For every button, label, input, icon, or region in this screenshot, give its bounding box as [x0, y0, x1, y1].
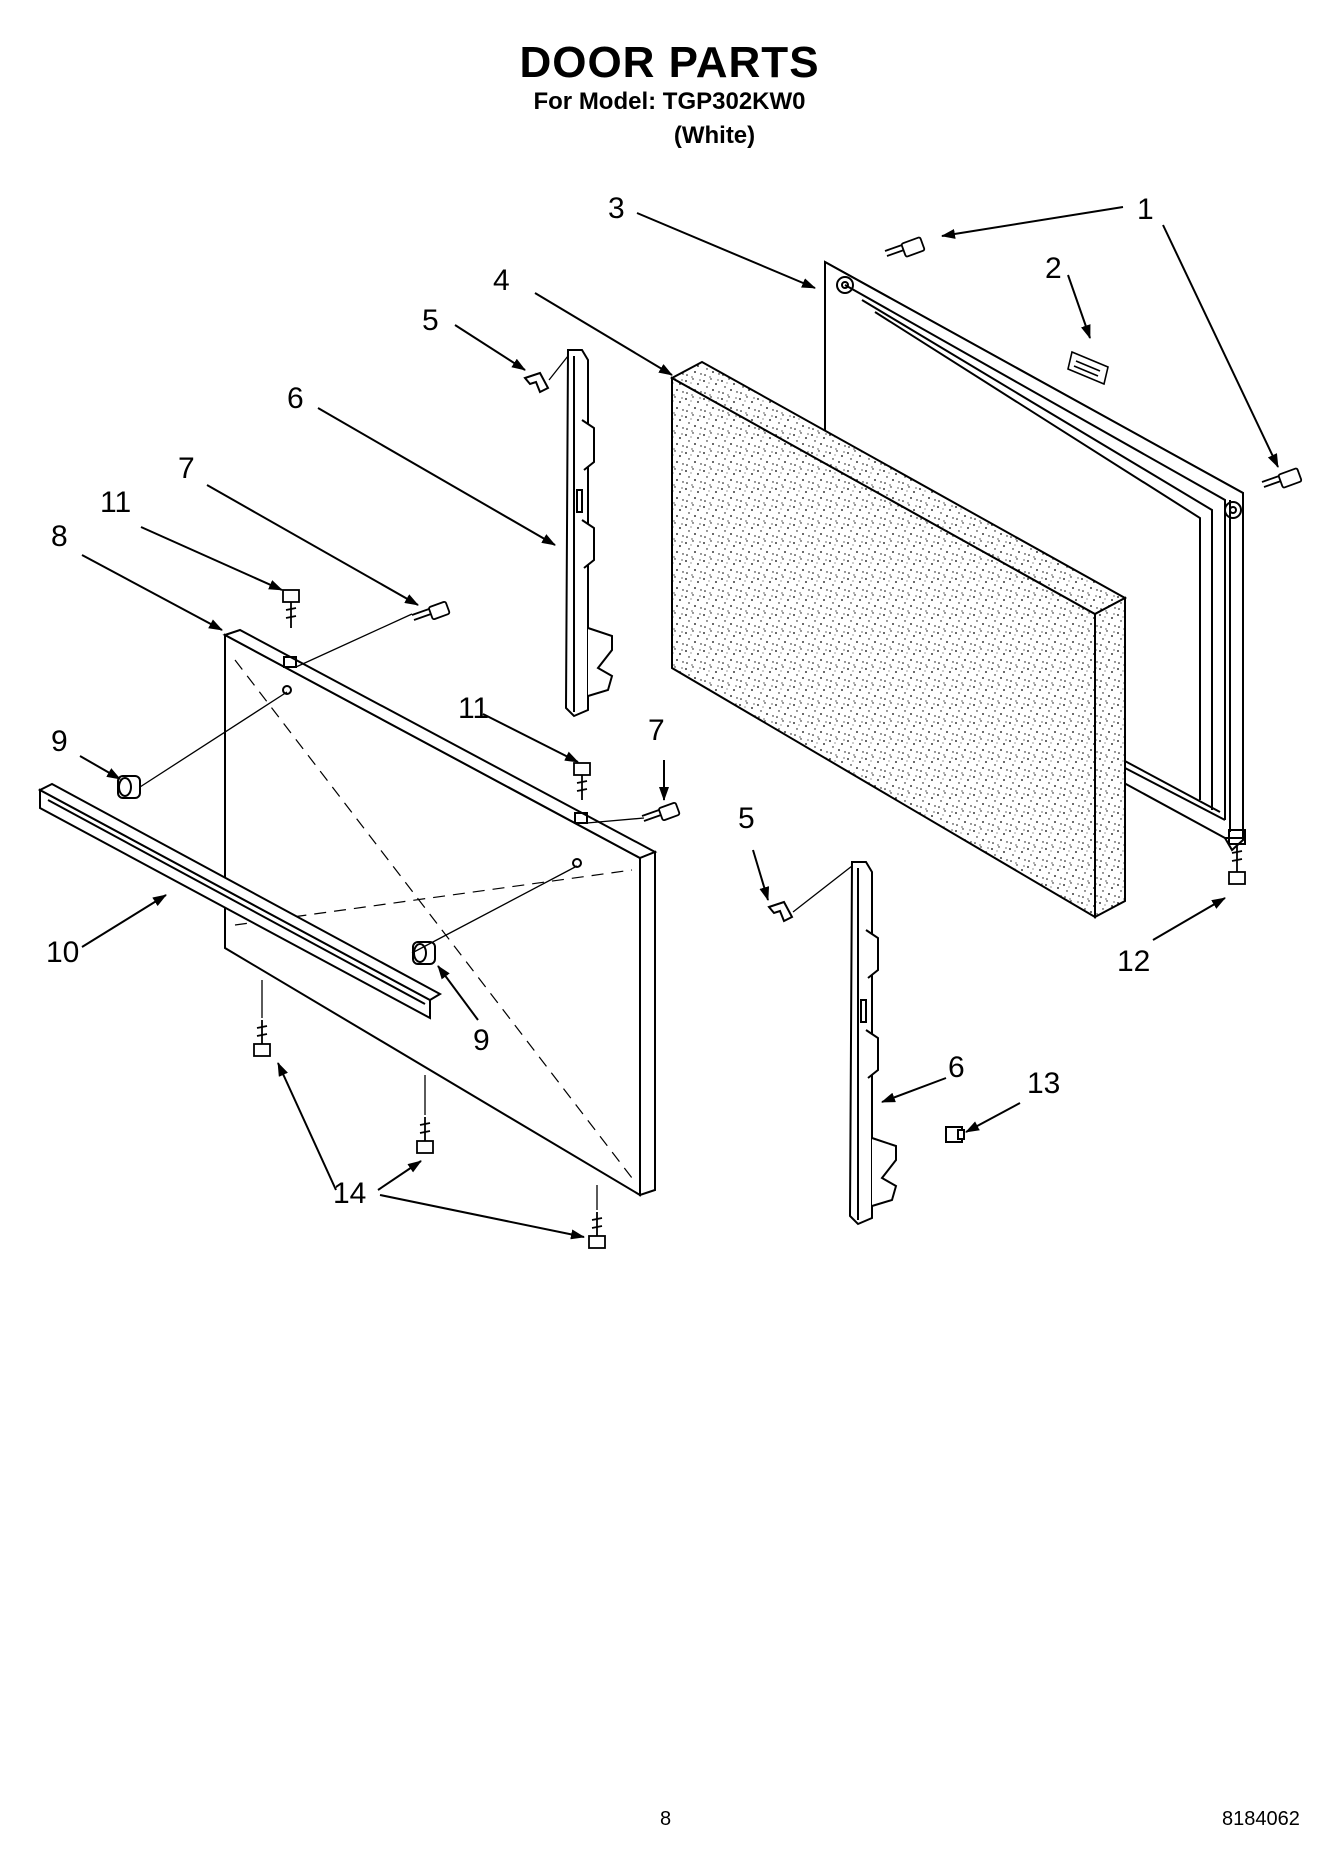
document-number: 8184062	[1222, 1808, 1300, 1830]
screw-hinge-top	[282, 589, 300, 628]
right-hinge-channel	[848, 861, 898, 1226]
page-number: 8	[660, 1808, 672, 1830]
callout-6: 6	[948, 1051, 965, 1084]
clip-lower	[767, 900, 794, 923]
callout-13: 13	[1027, 1067, 1060, 1100]
screw-bottom-2	[416, 1117, 434, 1154]
screw-frame-right	[1261, 467, 1303, 489]
callout-7: 7	[648, 714, 665, 747]
callout-9: 9	[473, 1024, 490, 1057]
screw-top-right	[411, 600, 451, 621]
callout-3: 3	[608, 192, 625, 225]
callout-12: 12	[1117, 945, 1150, 978]
callout-7: 7	[178, 452, 195, 485]
leader-arrows	[79, 206, 1279, 1240]
inner-door-panel	[222, 628, 658, 1197]
callout-1: 1	[1137, 193, 1154, 226]
header: DOOR PARTS For Model: TGP302KW0 (White)	[0, 0, 1339, 160]
screw-side	[641, 801, 681, 822]
bumper	[945, 1126, 965, 1143]
clip-upper	[523, 371, 550, 394]
callout-10: 10	[46, 936, 79, 969]
callout-numbers: 1 2 3 4 5 5 6 6 7 7 8 9 9 10 11 11 12 13…	[46, 192, 1154, 1210]
callout-9: 9	[51, 725, 68, 758]
spacer-left	[117, 775, 141, 799]
callout-14: 14	[333, 1177, 366, 1210]
callout-8: 8	[51, 520, 68, 553]
page-title: DOOR PARTS	[519, 38, 820, 87]
insulation-block	[669, 360, 1128, 919]
callout-11: 11	[458, 692, 489, 725]
screw-bottom-3	[588, 1212, 606, 1249]
callout-5: 5	[738, 802, 755, 835]
screw-frame-top	[884, 236, 926, 258]
callout-5: 5	[422, 304, 439, 337]
door-handle-trim	[37, 782, 443, 1020]
callout-6: 6	[287, 382, 304, 415]
model-label: For Model: TGP302KW0	[533, 88, 806, 115]
variant-label: (White)	[673, 122, 756, 149]
screw-hinge-mid	[573, 762, 591, 800]
callout-4: 4	[493, 264, 510, 297]
spacer-right	[412, 941, 436, 965]
screw-bottom-1	[253, 1020, 271, 1057]
assembly-lines	[139, 355, 853, 1210]
left-hinge-channel	[564, 349, 614, 718]
callout-2: 2	[1045, 252, 1062, 285]
label-plate	[1067, 350, 1109, 386]
callout-11: 11	[100, 486, 131, 519]
screw-frame-bottom	[1228, 845, 1246, 885]
